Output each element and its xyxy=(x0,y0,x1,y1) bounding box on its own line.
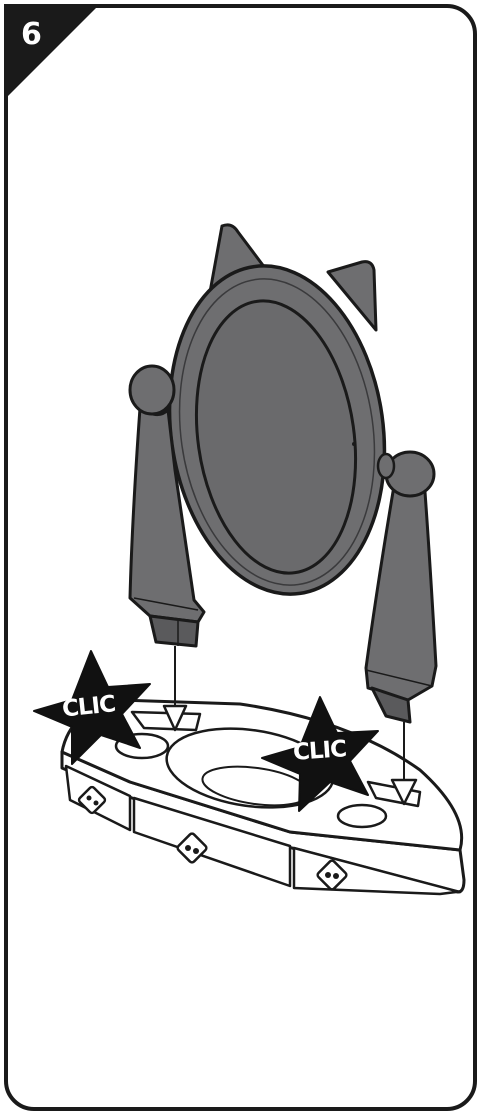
left-stand-foot xyxy=(150,616,198,646)
click-star-right-label: CLIC xyxy=(292,736,347,766)
click-star-left-label: CLIC xyxy=(61,691,117,722)
left-stand-knob xyxy=(130,366,174,414)
step-number: 6 xyxy=(21,17,42,52)
mirror-pivot-dot xyxy=(352,442,356,446)
right-stand-knob-cap xyxy=(378,454,394,478)
base-left-slot xyxy=(132,712,200,730)
base-right-cup xyxy=(338,805,386,827)
